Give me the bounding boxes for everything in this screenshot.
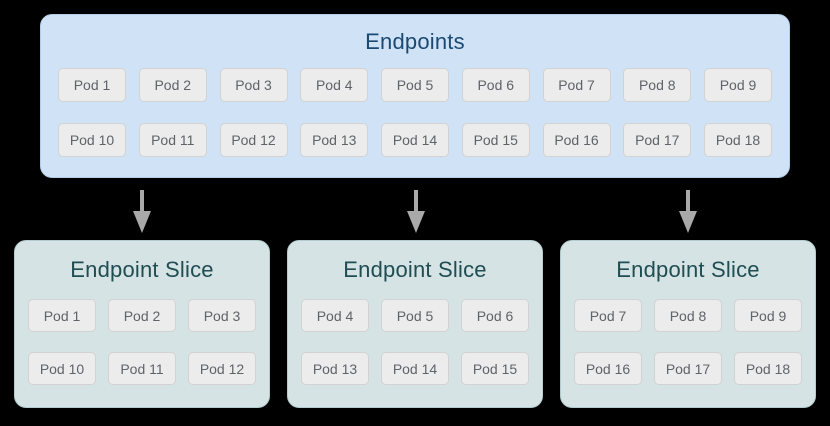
pod-box: Pod 6	[461, 68, 530, 102]
pod-box: Pod 16	[542, 123, 611, 157]
pod-box: Pod 18	[734, 352, 802, 385]
endpoint-slice-title: Endpoint Slice	[70, 257, 214, 282]
pod-box: Pod 7	[542, 68, 611, 102]
pod-box: Pod 1	[28, 299, 96, 332]
pod-box: Pod 16	[574, 352, 642, 385]
pod-box: Pod 4	[301, 299, 369, 332]
pod-box: Pod 10	[28, 352, 96, 385]
pod-box: Pod 8	[654, 299, 722, 332]
arrow-down-icon	[679, 190, 697, 233]
pod-box: Pod 7	[574, 299, 642, 332]
arrow-down-icon	[407, 190, 425, 233]
pod-box: Pod 6	[461, 299, 529, 332]
pod-box: Pod 9	[704, 68, 772, 102]
slice-1-pod-row-1: Pod 1 Pod 2 Pod 3	[28, 299, 256, 332]
pod-box: Pod 14	[381, 123, 449, 157]
pod-box: Pod 15	[461, 123, 530, 157]
endpoint-slice-title: Endpoint Slice	[616, 257, 760, 282]
arrow-down-icon	[133, 190, 151, 233]
pod-box: Pod 17	[654, 352, 722, 385]
slice-2-pod-row-2: Pod 13 Pod 14 Pod 15	[301, 352, 529, 385]
pod-box: Pod 12	[188, 352, 256, 385]
pod-box: Pod 18	[704, 123, 772, 157]
pod-box: Pod 10	[58, 123, 126, 157]
endpoint-slice-title: Endpoint Slice	[343, 257, 487, 282]
pod-box: Pod 3	[188, 299, 256, 332]
pod-box: Pod 8	[623, 68, 692, 102]
pod-box: Pod 15	[461, 352, 529, 385]
slice-3-pod-row-1: Pod 7 Pod 8 Pod 9	[574, 299, 802, 332]
pod-box: Pod 12	[219, 123, 288, 157]
slice-1-pod-row-2: Pod 10 Pod 11 Pod 12	[28, 352, 256, 385]
endpoints-box: Endpoints Pod 1 Pod 2 Pod 3 Pod 4 Pod 5 Pod 6…	[40, 14, 790, 178]
pod-box: Pod 4	[300, 68, 369, 102]
pod-box: Pod 2	[108, 299, 176, 332]
slice-3-pod-row-2: Pod 16 Pod 17 Pod 18	[574, 352, 802, 385]
slice-2-pod-row-1: Pod 4 Pod 5 Pod 6	[301, 299, 529, 332]
pod-box: Pod 13	[300, 123, 369, 157]
pod-box: Pod 5	[381, 68, 449, 102]
pod-box: Pod 13	[301, 352, 369, 385]
endpoints-pod-row-1: Pod 1 Pod 2 Pod 3 Pod 4 Pod 5 Pod 6 Pod 7 Pod 8…	[58, 68, 772, 102]
pod-box: Pod 17	[623, 123, 692, 157]
pod-box: Pod 11	[138, 123, 207, 157]
endpoints-title: Endpoints	[365, 29, 465, 54]
pod-box: Pod 2	[138, 68, 207, 102]
pod-box: Pod 14	[381, 352, 449, 385]
pod-box: Pod 9	[734, 299, 802, 332]
pod-box: Pod 3	[219, 68, 288, 102]
pod-box: Pod 1	[58, 68, 126, 102]
endpoints-pod-row-2: Pod 10 Pod 11 Pod 12 Pod 13 Pod 14 Pod 15 Pod …	[58, 123, 772, 157]
pod-box: Pod 11	[108, 352, 176, 385]
pod-box: Pod 5	[381, 299, 449, 332]
